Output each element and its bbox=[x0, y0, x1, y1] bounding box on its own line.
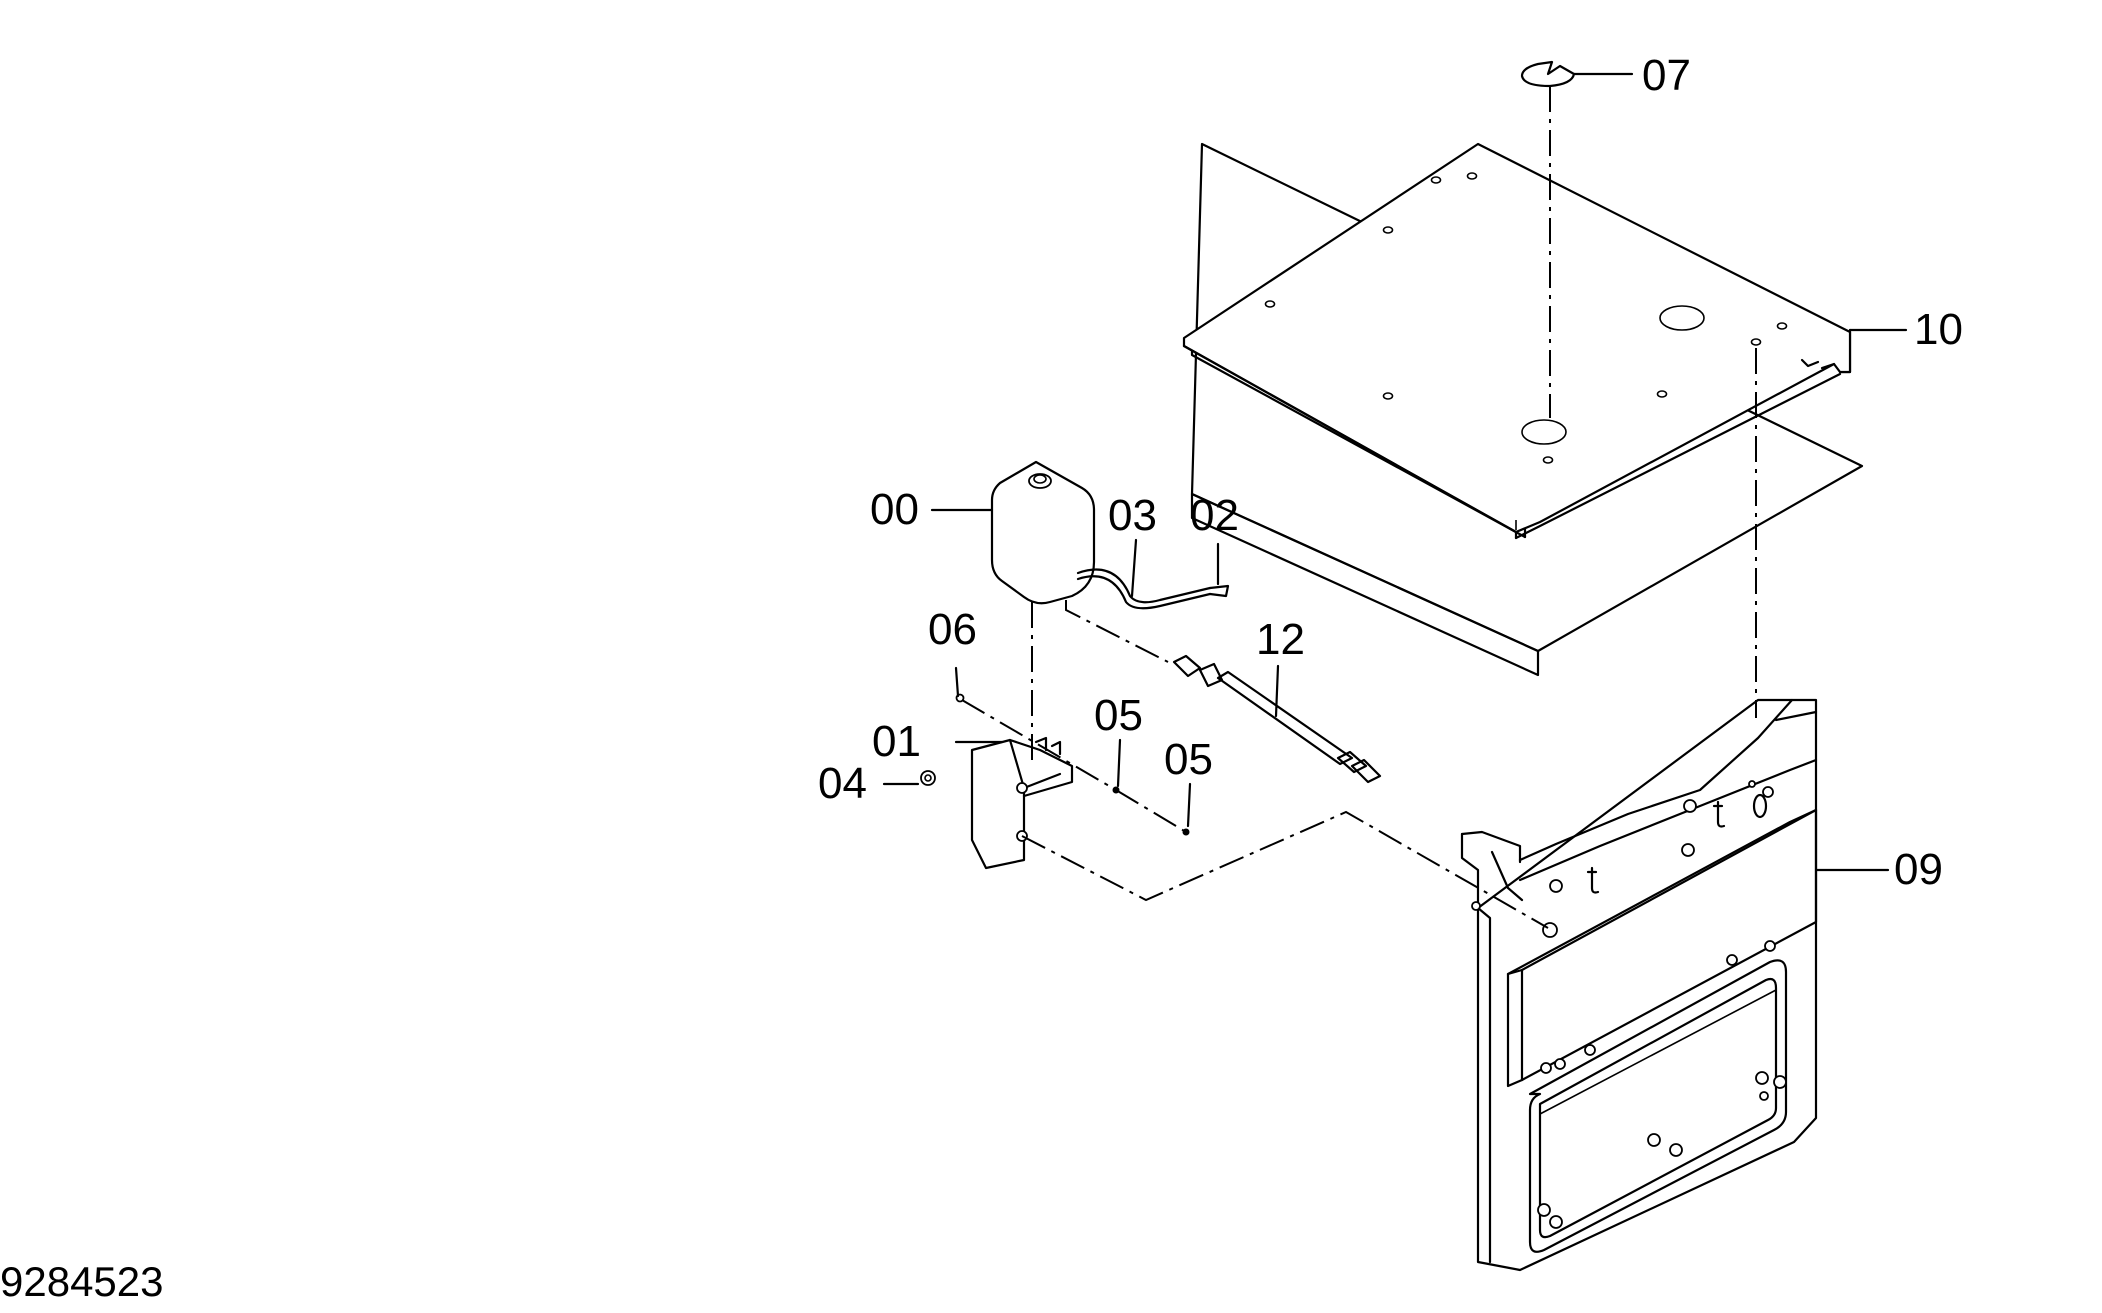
label-06: 06 bbox=[928, 605, 977, 654]
label-05-b: 05 bbox=[1164, 735, 1213, 784]
panel-bolts bbox=[1471, 786, 1787, 1229]
label-10: 10 bbox=[1914, 305, 1963, 354]
label-04: 04 bbox=[818, 759, 867, 808]
part-00-tank bbox=[990, 460, 1096, 605]
part-12-rod bbox=[1172, 654, 1382, 784]
label-03: 03 bbox=[1108, 491, 1157, 540]
assembly-lines bbox=[961, 86, 1757, 929]
document-number: 9284523 bbox=[0, 1258, 164, 1305]
label-02: 02 bbox=[1190, 491, 1239, 540]
part-labels: 07 10 00 03 02 06 12 05 01 05 04 09 bbox=[818, 51, 1963, 894]
part-09-panel bbox=[1460, 698, 1818, 1272]
part-04-bolt bbox=[920, 770, 936, 786]
label-12: 12 bbox=[1256, 615, 1305, 664]
label-07: 07 bbox=[1642, 51, 1691, 100]
label-09: 09 bbox=[1894, 845, 1943, 894]
part-03-hose bbox=[1076, 568, 1212, 610]
part-02-clip bbox=[1208, 584, 1230, 598]
label-05-a: 05 bbox=[1094, 691, 1143, 740]
label-01: 01 bbox=[872, 717, 921, 766]
part-10-plate bbox=[1182, 142, 1852, 540]
part-07-cap bbox=[1520, 60, 1576, 88]
leader-lines bbox=[882, 72, 1908, 872]
part-01-bracket bbox=[970, 736, 1074, 870]
label-00: 00 bbox=[870, 485, 919, 534]
